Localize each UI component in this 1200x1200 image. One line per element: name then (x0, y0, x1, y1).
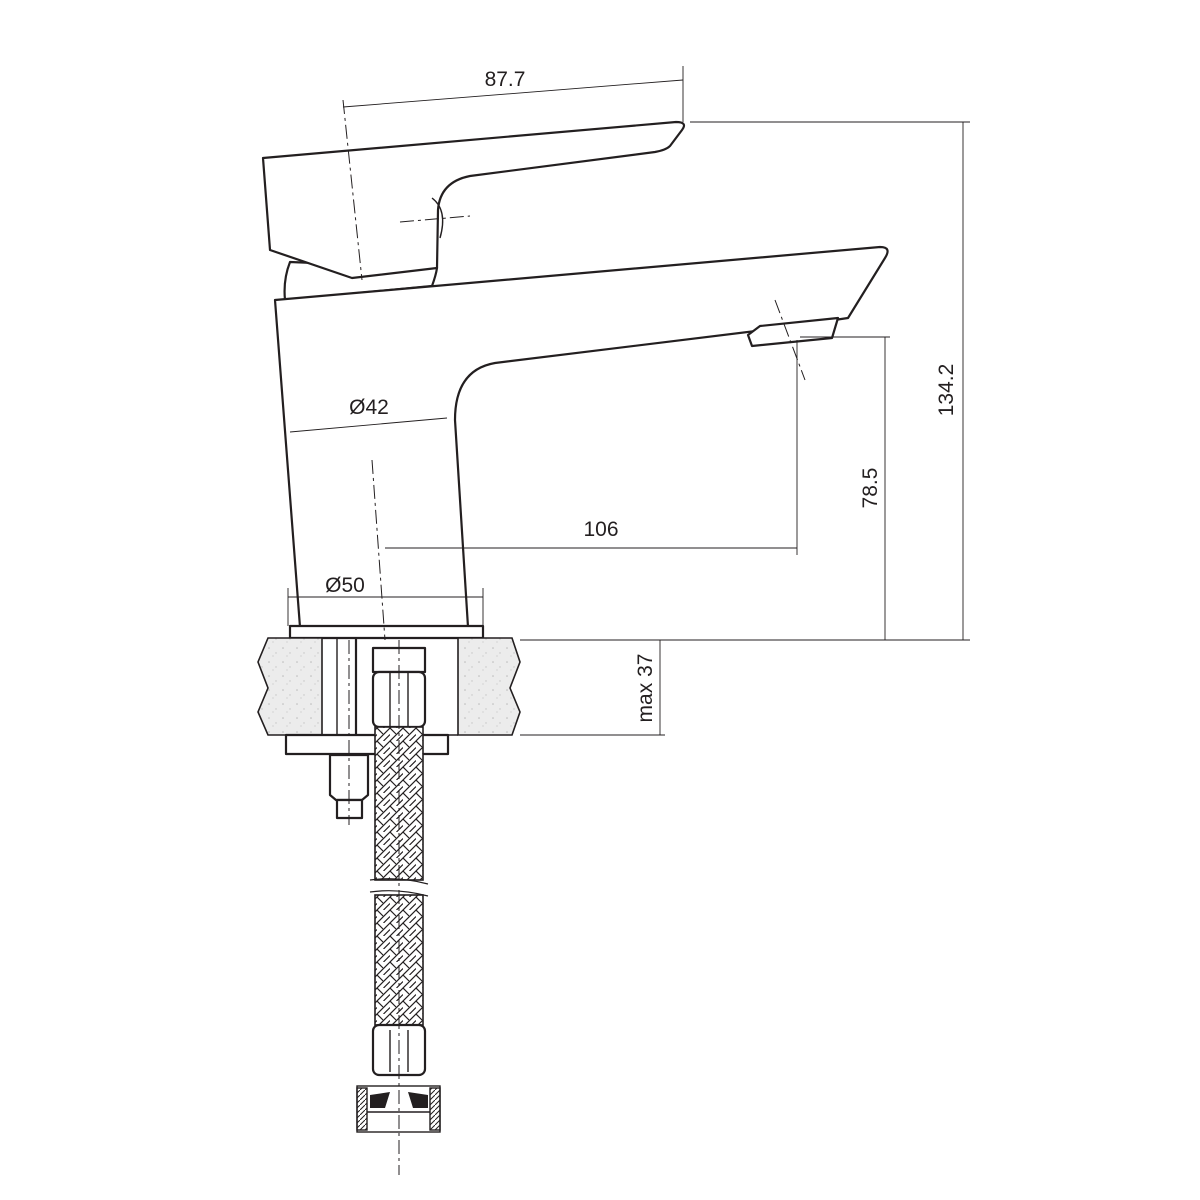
dim-spout-reach: 106 (583, 518, 618, 541)
dim-total-height: 134.2 (935, 364, 958, 417)
dim-body-diameter: Ø42 (349, 396, 389, 419)
aerator (746, 316, 840, 348)
countertop (257, 637, 521, 736)
dim-spout-height: 78.5 (859, 468, 882, 509)
dim-handle-reach: 87.7 (485, 68, 526, 91)
base-ring (288, 624, 485, 640)
dim-countertop-thickness: max 37 (634, 654, 657, 723)
faucet-body (273, 245, 889, 640)
dimension-lines (287, 66, 970, 736)
lever-handle (261, 120, 686, 302)
dim-base-diameter: Ø50 (325, 574, 365, 597)
